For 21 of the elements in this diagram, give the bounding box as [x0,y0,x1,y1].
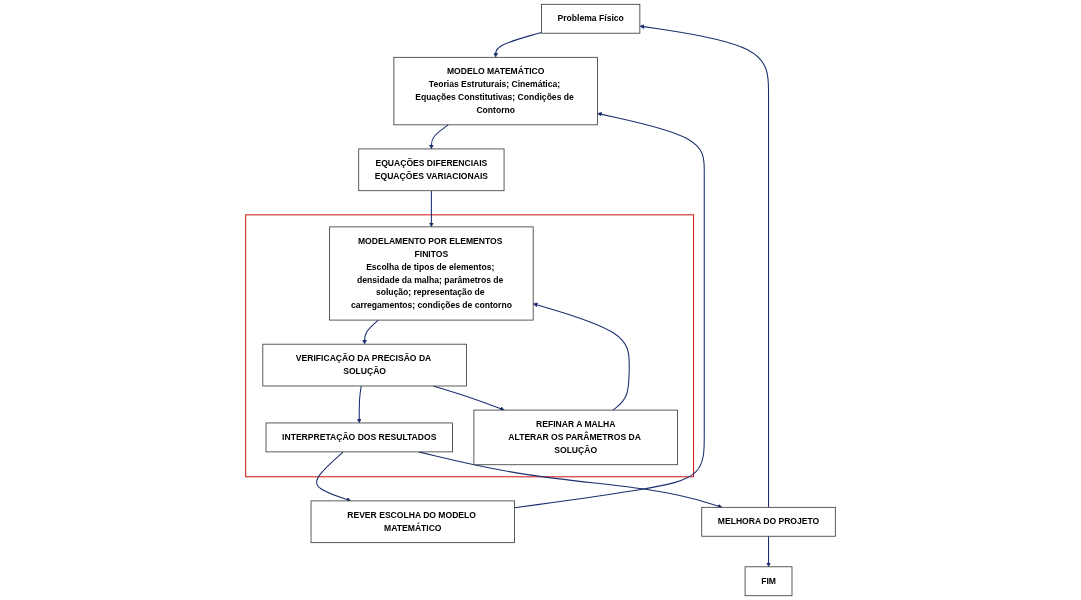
node-box: MELHORA DO PROJETO [701,506,836,537]
node-box: VERIFICAÇÃO DA PRECISÃO DA SOLUÇÃO [262,343,467,387]
node-box: INTERPRETAÇÃO DOS RESULTADOS [265,422,453,453]
arrow [766,535,771,567]
arrow [362,319,379,345]
arrow [429,190,434,228]
arrow [316,451,352,502]
node-box: Problema Físico [541,3,641,34]
node-box: MODELO MATEMÁTICO Teorias Estruturais; Cinemática; Equações Constitutivas; Condições de Contorno [393,56,598,126]
node-box: MODELAMENTO POR ELEMENTOS FINITOS Escolha de tipos de elementos; densidade da malha; parâmetros de solução; representação de carregamentos; condições de contorno [329,226,534,321]
arrow [356,385,362,424]
arrow [429,124,449,150]
node-box: EQUAÇÕES DIFERENCIAIS EQUAÇÕES VARIACIONAIS [358,148,505,192]
node-box: REFINAR A MALHA ALTERAR OS PARÂMETROS DA SOLUÇÃO [473,409,678,466]
cluster [245,214,695,478]
arrow [532,302,630,411]
arrow [493,31,543,58]
arrow [639,24,770,508]
node-box: REVER ESCOLHA DO MODELO MATEMÁTICO [310,500,515,544]
arrow [514,112,705,509]
node-box: FIM [744,566,793,597]
